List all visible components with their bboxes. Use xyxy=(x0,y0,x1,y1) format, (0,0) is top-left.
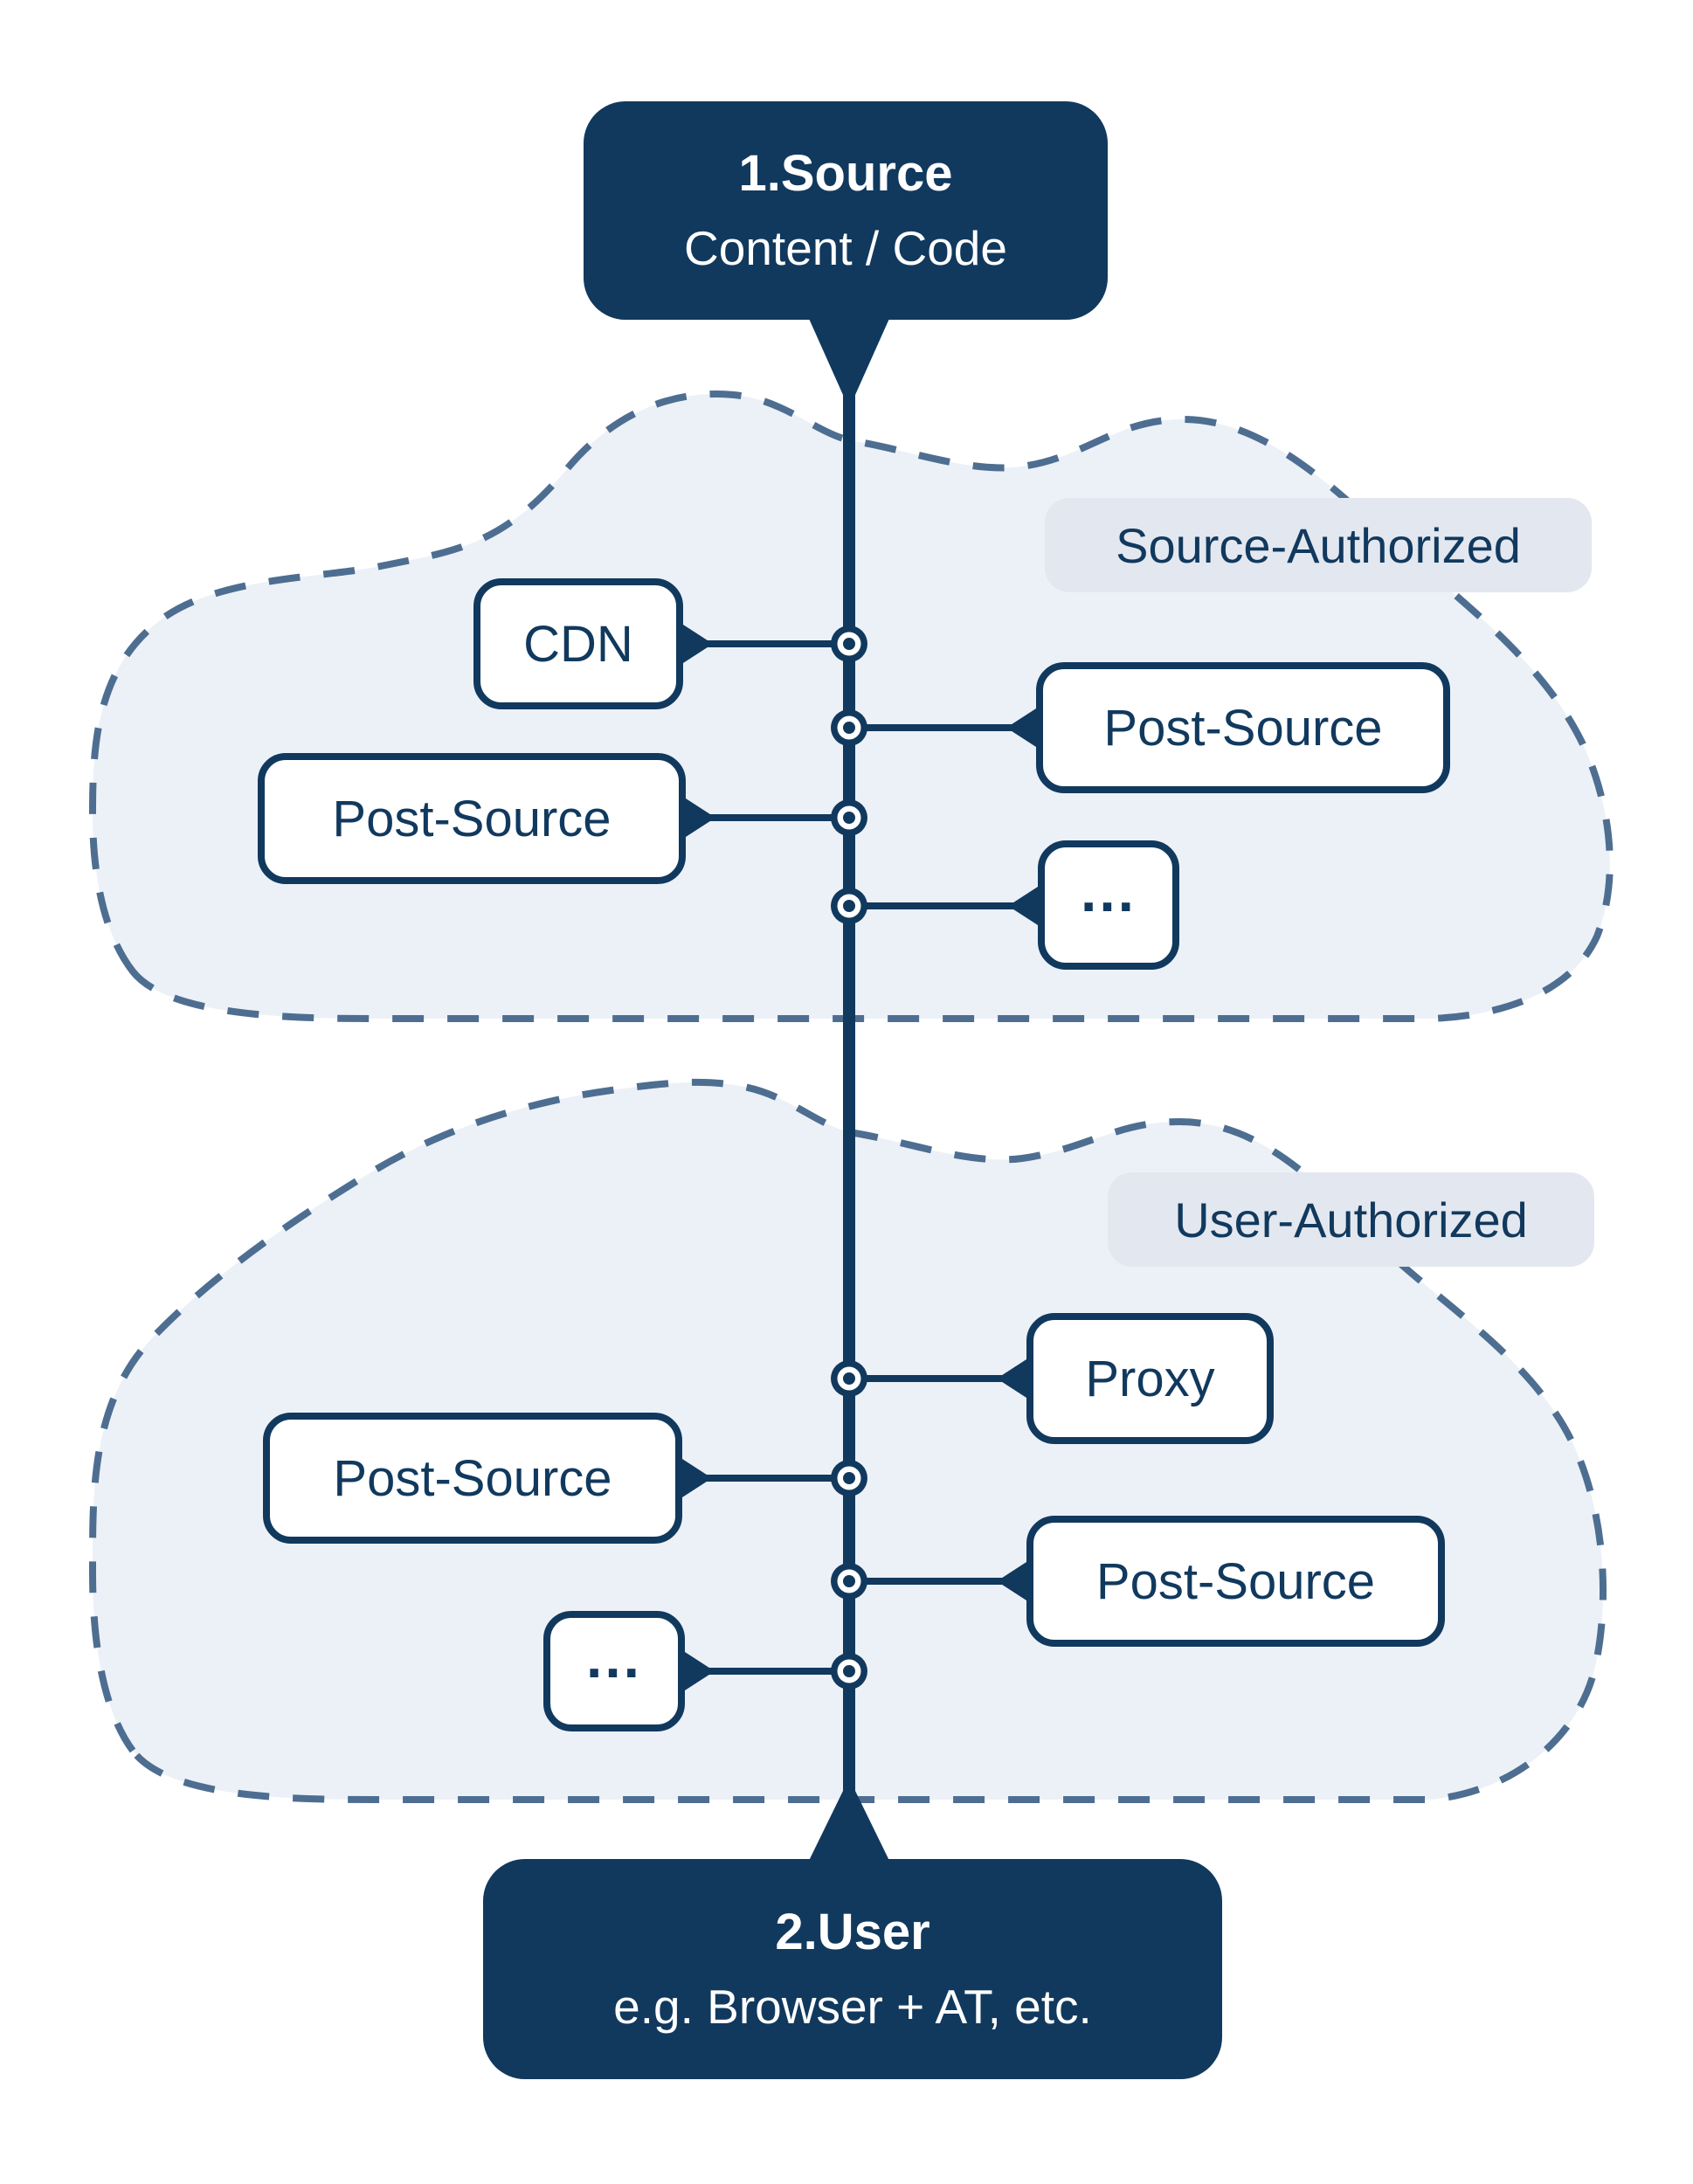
source-node-subtitle: Content / Code xyxy=(684,220,1007,275)
junction-dot xyxy=(831,709,867,746)
node-label: Post-Source xyxy=(333,1449,612,1507)
section-label-user-authorized: User-Authorized xyxy=(1108,1172,1594,1267)
user-node-title: 2.User xyxy=(775,1904,930,1961)
section-label-source-authorized: Source-Authorized xyxy=(1045,498,1592,592)
node-cdn: CDN xyxy=(473,578,683,709)
arrowhead xyxy=(1008,887,1038,925)
section-label-text: Source-Authorized xyxy=(1116,517,1521,573)
node-post-source: Post-Source xyxy=(1036,662,1450,793)
node-post-source: Post-Source xyxy=(263,1413,682,1544)
node-label: CDN xyxy=(523,615,633,673)
arrowhead xyxy=(685,1652,715,1690)
node-post-source: Post-Source xyxy=(258,753,686,884)
arrowhead xyxy=(997,1562,1026,1600)
arrowhead xyxy=(997,1359,1026,1398)
section-label-text: User-Authorized xyxy=(1174,1192,1528,1248)
node-post-source: Post-Source xyxy=(1026,1516,1445,1647)
junction-dot xyxy=(831,1653,867,1690)
arrowhead xyxy=(683,625,713,663)
node-label: Post-Source xyxy=(332,790,612,847)
node-label: Post-Source xyxy=(1095,1552,1376,1610)
junction-dot xyxy=(831,1460,867,1496)
arrowhead xyxy=(682,1459,712,1497)
junction-dot xyxy=(831,1563,867,1600)
junction-dot xyxy=(831,625,867,662)
user-node: 2.User e.g. Browser + AT, etc. xyxy=(483,1859,1222,2079)
node-label: ... xyxy=(1080,859,1137,923)
node-label: ... xyxy=(585,1625,642,1690)
node-label: Proxy xyxy=(1085,1350,1215,1407)
spine-taper-bottom xyxy=(806,1791,892,1866)
junction-dot xyxy=(831,888,867,924)
junction-dot xyxy=(831,1360,867,1397)
node-label: Post-Source xyxy=(1103,699,1383,757)
spine-taper-top xyxy=(806,313,892,395)
user-node-subtitle: e.g. Browser + AT, etc. xyxy=(613,1979,1092,2034)
source-node-title: 1.Source xyxy=(738,145,953,203)
node-ellipsis: ... xyxy=(543,1611,685,1731)
node-proxy: Proxy xyxy=(1026,1313,1274,1444)
source-node: 1.Source Content / Code xyxy=(584,101,1108,320)
junction-dot xyxy=(831,799,867,836)
arrowhead xyxy=(1006,708,1036,747)
node-ellipsis: ... xyxy=(1038,840,1179,970)
arrowhead xyxy=(686,798,715,837)
